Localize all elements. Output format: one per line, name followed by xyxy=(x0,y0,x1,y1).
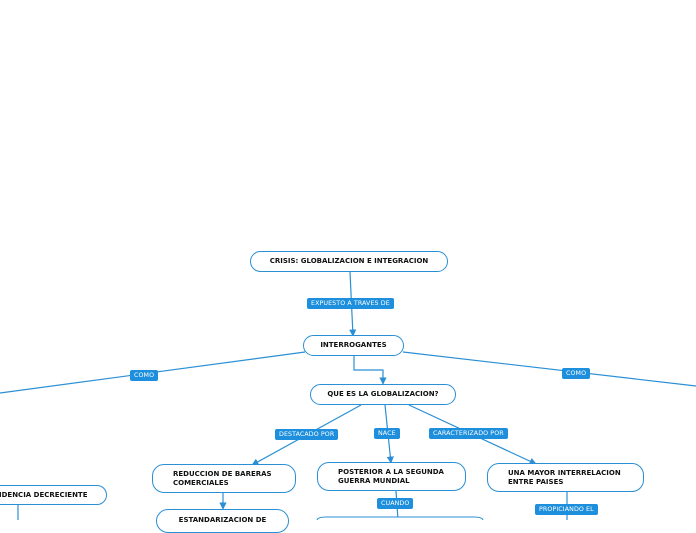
label-destacado-por[interactable]: DESTACADO POR xyxy=(275,429,339,440)
label-como-right[interactable]: COMO xyxy=(562,368,591,379)
label-expuesto-a-traves-de[interactable]: EXPUESTO A TRAVES DE xyxy=(307,298,394,309)
node-incidencia-decreciente[interactable]: IDENCIA DECRECIENTE xyxy=(0,485,107,505)
label-cuando[interactable]: CUANDO xyxy=(377,498,414,509)
connector-interrogantes-quees xyxy=(353,356,387,385)
node-root[interactable]: CRISIS: GLOBALIZACION E INTEGRACION xyxy=(250,251,448,272)
partial-node-outline xyxy=(316,516,484,520)
node-posterior-segunda-guerra[interactable]: POSTERIOR A LA SEGUNDA GUERRA MUNDIAL xyxy=(317,462,466,491)
node-que-es-la-globalizacion[interactable]: QUE ES LA GLOBALIZACION? xyxy=(310,384,456,405)
node-estandarizacion[interactable]: ESTANDARIZACION DE xyxy=(156,509,289,533)
label-como-left[interactable]: COMO xyxy=(130,370,159,381)
node-interrogantes[interactable]: INTERROGANTES xyxy=(303,335,404,356)
connector-interrogantes-right xyxy=(402,351,696,387)
label-caracterizado-por[interactable]: CARACTERIZADO POR xyxy=(429,428,508,439)
node-mayor-interrelacion[interactable]: UNA MAYOR INTERRELACION ENTRE PAISES xyxy=(487,463,644,492)
node-reduccion-barreras[interactable]: REDUCCION DE BARERAS COMERCIALES xyxy=(152,464,296,493)
label-propiciando-el[interactable]: PROPICIANDO EL xyxy=(535,504,598,515)
label-nace[interactable]: NACE xyxy=(374,428,400,439)
